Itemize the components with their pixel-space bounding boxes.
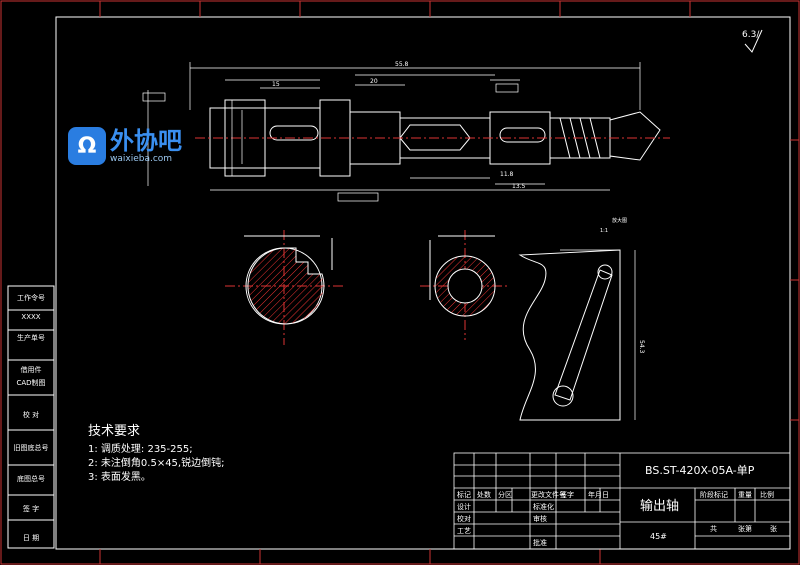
tb-header: 签字 (560, 491, 574, 499)
tb-header: 更改文件号 (531, 491, 566, 499)
tb-header: 年月日 (588, 491, 609, 499)
tb-header: 分区 (498, 491, 512, 499)
drawing-number: BS.ST-420X-05A-单P (645, 464, 755, 477)
brand-url: waixieba.com (110, 154, 173, 164)
tb-header: 标记 (457, 491, 471, 499)
svg-text:11.8: 11.8 (500, 171, 514, 178)
section-view-a (244, 235, 333, 325)
brand-name: 外协吧 (110, 127, 182, 155)
side-label-date: 日 期 (22, 534, 40, 542)
notes-item: 1: 调质处理: 235-255; (88, 444, 193, 455)
side-label-sign: 签 字 (22, 505, 40, 513)
tb-header: 处数 (477, 491, 491, 499)
side-label-work-order: 工作令号 (17, 294, 45, 302)
notes-item: 3: 表面发黑。 (88, 472, 151, 483)
tb-row-label: 工艺 (457, 527, 471, 535)
technical-notes: 技术要求 1: 调质处理: 235-255; 2: 未注倒角0.5×45,锐边倒… (88, 425, 224, 485)
svg-text:放大图: 放大图 (612, 217, 627, 224)
side-label-cad: CAD制图 (16, 379, 46, 387)
material: 45# (650, 532, 667, 541)
svg-text:1:1: 1:1 (600, 228, 608, 234)
notes-item: 2: 未注倒角0.5×45,锐边倒钝; (88, 458, 225, 469)
tb-stage-label: 比例 (760, 491, 774, 499)
side-label-old-no: 旧图底总号 (13, 444, 49, 452)
tb-sheet: 张 (770, 525, 777, 533)
tb-stage-label: 阶段标记 (700, 491, 728, 499)
tb-row-label: 标准化 (533, 503, 554, 511)
tb-row-label: 校对 (457, 515, 471, 523)
inner-frame (55, 16, 791, 550)
brand-icon: Ω (68, 127, 106, 165)
tb-row-label: 设计 (457, 503, 471, 511)
svg-text:20: 20 (370, 78, 378, 85)
tb-stage-label: 重量 (738, 491, 752, 499)
tb-sheet: 共 (710, 525, 717, 533)
side-label-code: XXXX (21, 313, 41, 321)
dim-overall: 55.8 (395, 61, 409, 68)
corner-mark: 6.3/ (742, 30, 760, 40)
side-label-base-no: 底图总号 (17, 475, 45, 483)
watermark-logo: Ω 外协吧 waixieba.com (68, 127, 182, 165)
side-label-borrowed: 借用件 (20, 366, 42, 374)
tb-row-label: 批准 (533, 539, 547, 547)
notes-title: 技术要求 (88, 424, 141, 439)
detail-view (518, 249, 636, 421)
tb-sheet: 张第 (738, 525, 752, 533)
svg-text:54.3: 54.3 (638, 340, 645, 354)
part-name: 输出轴 (640, 499, 680, 514)
section-view-b (429, 235, 496, 317)
svg-text:15: 15 (272, 81, 280, 88)
tb-row-label: 审核 (533, 515, 547, 523)
svg-text:13.5: 13.5 (512, 183, 526, 190)
side-label-production-no: 生产单号 (17, 334, 45, 342)
title-block (453, 452, 791, 550)
side-label-check: 校 对 (22, 411, 40, 419)
roughness-symbol (744, 29, 763, 53)
